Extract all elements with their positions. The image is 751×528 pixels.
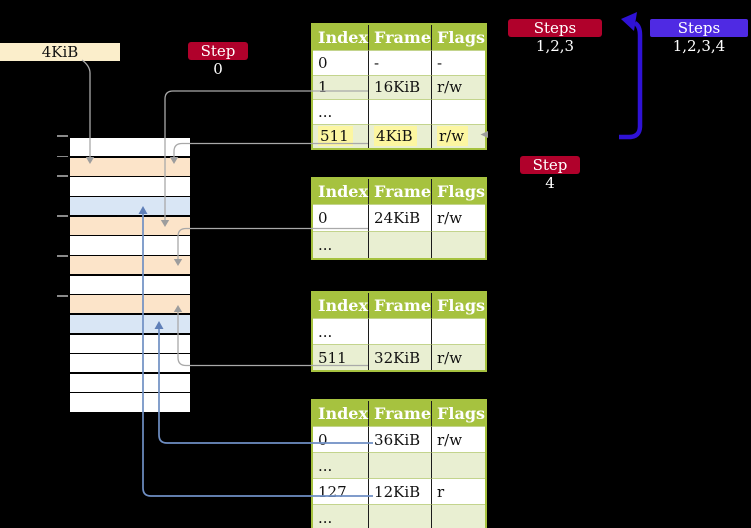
column-header: Frame (369, 179, 433, 204)
column-header: Flags (432, 25, 486, 50)
memory-frame-row (70, 354, 190, 373)
column-header: Index (313, 293, 370, 318)
table-cell (369, 318, 433, 344)
table-cell: r/w (432, 426, 486, 452)
column-header: Frame (369, 25, 433, 50)
table-row: ... (313, 318, 486, 344)
table-row: 0-- (313, 50, 486, 75)
memory-frame-row (70, 393, 190, 412)
table-cell: 0 (313, 50, 370, 75)
table-cell: 4KiB (369, 123, 433, 148)
table-cell: 16KiB (369, 74, 433, 99)
frame-size-label: 4KiB (0, 43, 120, 61)
memory-frame-row (70, 334, 190, 353)
address-tick (57, 215, 68, 217)
highlighted-value: 4KiB (374, 126, 417, 147)
steps123-badge: Steps 1,2,3 (508, 19, 602, 55)
address-tick (57, 255, 68, 257)
column-header: Flags (432, 293, 486, 318)
memory-frame-row (70, 196, 190, 216)
table-row: 511 4KiB r/w (313, 123, 486, 148)
highlighted-value: r/w (437, 126, 469, 147)
highlighted-value: 511 (318, 126, 353, 147)
table-cell: - (432, 50, 486, 75)
column-header: Frame (369, 293, 433, 318)
steps-loop-arrow (619, 21, 643, 140)
table-cell: 511 (313, 123, 370, 148)
table-cell (432, 452, 486, 478)
table-row: ... (313, 99, 486, 124)
table-cell: r (432, 478, 486, 504)
address-tick (57, 155, 68, 158)
table-cell: r/w (432, 123, 486, 148)
step4-badge: Step 4 (520, 156, 580, 192)
memory-frame-row (70, 177, 190, 196)
table-cell: - (369, 50, 433, 75)
table-cell: r/w (432, 74, 486, 99)
table-cell: ... (313, 231, 370, 258)
table-cell (432, 99, 486, 124)
step0-badge: Step 0 (188, 42, 248, 78)
table-cell: 24KiB (369, 204, 433, 231)
column-header: Flags (432, 401, 486, 426)
table-cell: r/w (432, 344, 486, 370)
memory-frame-row (70, 295, 190, 314)
table-cell (369, 99, 433, 124)
table-cell: 0 (313, 204, 370, 231)
table-cell: 36KiB (369, 426, 433, 452)
column-header: Index (313, 179, 370, 204)
memory-frame-row (70, 138, 190, 157)
table-cell: 0 (313, 426, 370, 452)
table-cell (432, 504, 486, 528)
table-cell: 127 (313, 478, 370, 504)
table-cell: 32KiB (369, 344, 433, 370)
memory-frame-row (70, 236, 190, 255)
table-cell (369, 504, 433, 528)
table-cell: ... (313, 318, 370, 344)
table-cell: ... (313, 99, 370, 124)
table-row: ... (313, 231, 486, 258)
table-cell (369, 452, 433, 478)
table-cell: 12KiB (369, 478, 433, 504)
table-cell (369, 231, 433, 258)
memory-frame-row (70, 373, 190, 393)
address-tick (57, 295, 68, 297)
column-header: Index (313, 25, 370, 50)
memory-frame-row (70, 157, 190, 176)
column-header: Index (313, 401, 370, 426)
table-cell: 1 (313, 74, 370, 99)
table-row: ... (313, 504, 486, 528)
table-cell (432, 318, 486, 344)
table-cell: ... (313, 504, 370, 528)
table-cell: ... (313, 452, 370, 478)
steps-loop-arrowhead (621, 12, 637, 31)
column-header: Frame (369, 401, 433, 426)
steps1234-badge: Steps 1,2,3,4 (650, 19, 748, 55)
memory-frame-row (70, 216, 190, 235)
table-cell (432, 231, 486, 258)
table-row: ... (313, 452, 486, 478)
memory-frame-row (70, 275, 190, 294)
column-header: Flags (432, 179, 486, 204)
memory-frame-row (70, 314, 190, 334)
memory-frame-row (70, 255, 190, 275)
address-tick (57, 175, 68, 177)
table-cell: r/w (432, 204, 486, 231)
table-cell: 511 (313, 344, 370, 370)
address-tick (57, 135, 68, 137)
